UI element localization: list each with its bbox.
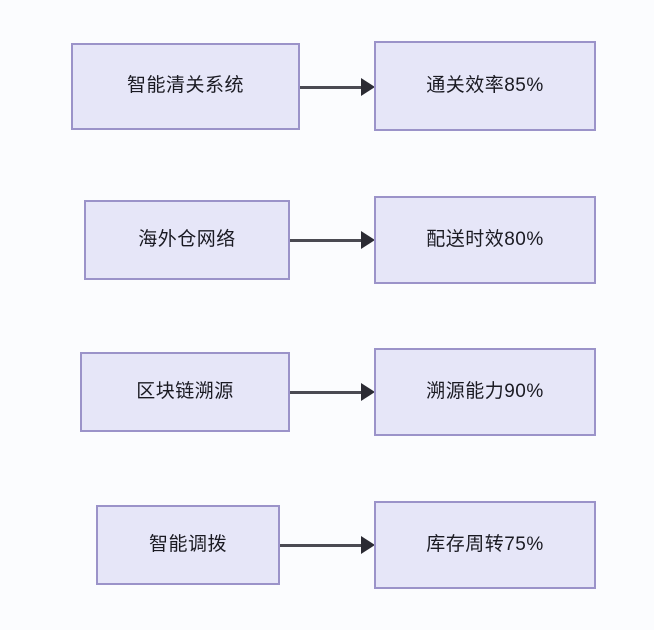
- target-node-2[interactable]: 配送时效80%: [374, 196, 596, 284]
- connector-line-2: [290, 239, 362, 242]
- source-node-4[interactable]: 智能调拨: [96, 505, 280, 585]
- target-node-1[interactable]: 通关效率85%: [374, 41, 596, 131]
- connector-line-3: [290, 391, 362, 394]
- connector-line-4: [280, 544, 362, 547]
- target-node-label-2: 配送时效80%: [426, 228, 544, 250]
- arrowhead-icon-4: [361, 536, 375, 554]
- source-node-label-4: 智能调拨: [148, 533, 227, 555]
- source-node-label-3: 区块链溯源: [136, 380, 234, 402]
- arrowhead-icon-2: [361, 231, 375, 249]
- source-node-3[interactable]: 区块链溯源: [80, 352, 290, 432]
- target-node-label-4: 库存周转75%: [426, 533, 544, 555]
- source-node-label-2: 海外仓网络: [138, 228, 236, 250]
- source-node-1[interactable]: 智能清关系统: [71, 43, 300, 130]
- target-node-label-1: 通关效率85%: [426, 74, 544, 96]
- target-node-3[interactable]: 溯源能力90%: [374, 348, 596, 436]
- connector-line-1: [300, 86, 362, 89]
- source-node-2[interactable]: 海外仓网络: [84, 200, 290, 280]
- source-node-label-1: 智能清关系统: [126, 75, 244, 97]
- target-node-label-3: 溯源能力90%: [426, 380, 544, 402]
- arrowhead-icon-3: [361, 383, 375, 401]
- arrowhead-icon-1: [361, 78, 375, 96]
- target-node-4[interactable]: 库存周转75%: [374, 501, 596, 589]
